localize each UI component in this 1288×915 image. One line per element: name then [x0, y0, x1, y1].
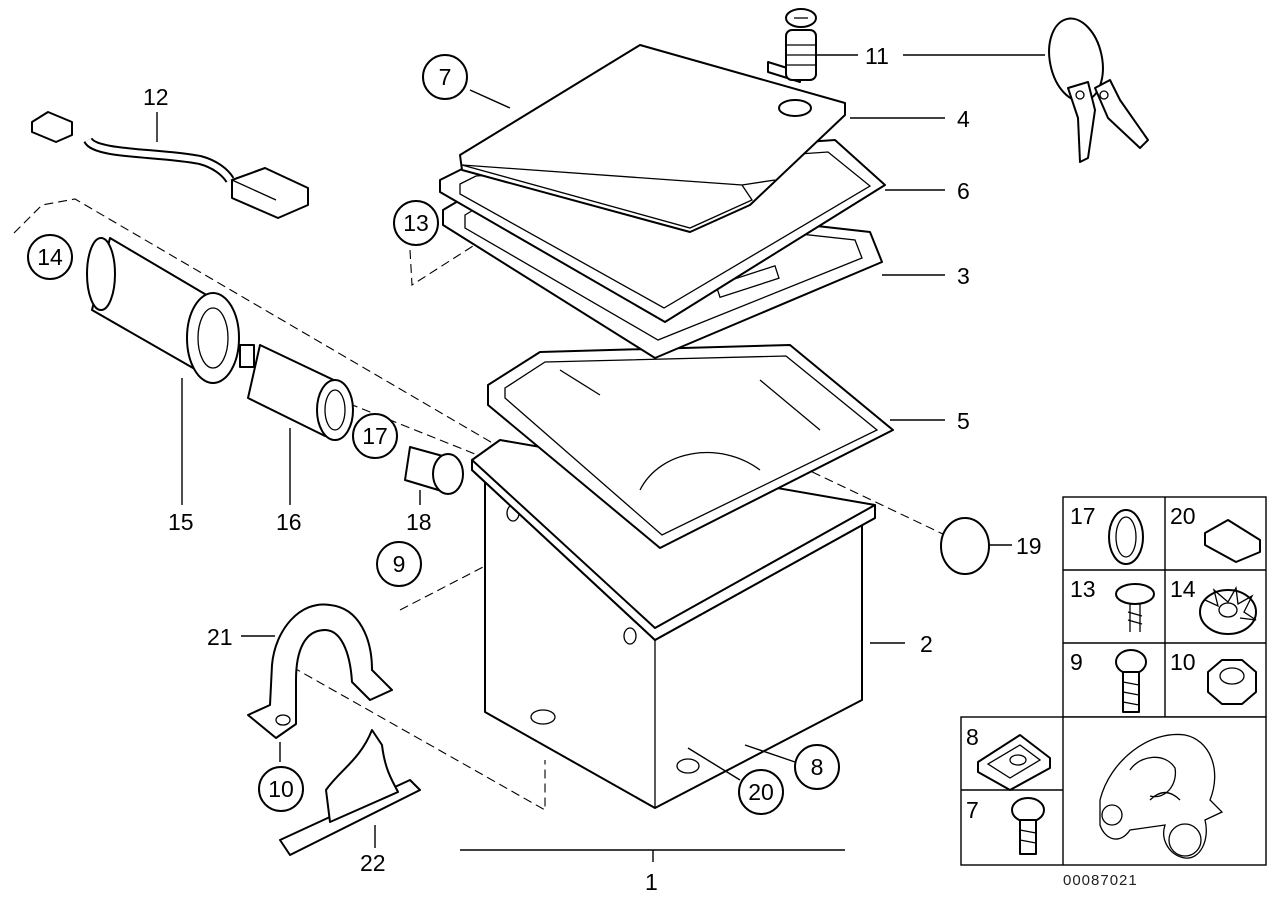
grid-label-7: 7: [966, 797, 979, 823]
hex-socket-bolt-icon: [1115, 649, 1147, 713]
callout-21: 21: [207, 624, 233, 650]
callout-18: 18: [406, 509, 432, 535]
spring-nut-icon: [977, 734, 1051, 791]
callout-8: 8: [811, 754, 824, 780]
callout-14: 14: [37, 244, 63, 270]
grid-label-17: 17: [1070, 503, 1096, 529]
callout-9: 9: [393, 551, 406, 577]
grid-label-14: 14: [1170, 576, 1196, 602]
grid-label-9: 9: [1070, 649, 1083, 675]
grid-label-20: 20: [1170, 503, 1196, 529]
callout-7: 7: [439, 64, 452, 90]
scooter-thumbnail-icon: [1099, 733, 1224, 859]
rubber-cap-part: [940, 517, 990, 575]
callout-7-circle: [422, 54, 468, 100]
callout-4: 4: [957, 106, 970, 132]
washer-ring-icon: [1108, 509, 1144, 565]
socket-insert-part: [239, 344, 354, 441]
callout-11: 11: [865, 43, 889, 69]
hardware-legend-grid: 17 20 13 14 9 10: [960, 496, 1267, 866]
toothed-nut-icon: [1199, 585, 1257, 635]
callout-15: 15: [168, 509, 194, 535]
callout-13-circle: [393, 200, 439, 246]
callout-13: 13: [403, 210, 429, 236]
keys-part: [1048, 17, 1149, 163]
lower-tray-part: [487, 344, 894, 549]
callout-10: 10: [268, 776, 294, 802]
holder-clamp-part: [247, 603, 393, 739]
hex-nut-icon: [1207, 659, 1257, 705]
callout-12: 12: [143, 84, 169, 110]
rubber-plug-icon: [1204, 519, 1261, 563]
callout-16: 16: [276, 509, 302, 535]
drawing-number: 00087021: [1063, 872, 1138, 889]
callout-14-circle: [27, 234, 73, 280]
callout-labels: 1 2 3 4 5 6 11 12 15 16 18 19 21 22: [143, 43, 1042, 895]
cable-harness-part: [31, 111, 309, 219]
callout-17-circle: [352, 413, 398, 459]
self-tapping-screw-icon: [1115, 583, 1155, 632]
callout-17: 17: [362, 423, 388, 449]
socket-housing-part: [86, 237, 240, 384]
grid-label-8: 8: [966, 724, 979, 750]
callout-3: 3: [957, 263, 970, 289]
callout-6: 6: [957, 178, 970, 204]
callout-8-circle: [794, 744, 840, 790]
callout-20: 20: [748, 779, 774, 805]
callout-5: 5: [957, 408, 970, 434]
callout-10-circle: [258, 766, 304, 812]
pan-head-screw-icon: [1011, 797, 1045, 855]
grid-label-13: 13: [1070, 576, 1096, 602]
callout-1: 1: [645, 869, 658, 895]
mounting-bracket-part: [279, 729, 421, 856]
plug-cap-part: [404, 446, 464, 495]
leader-lines: [156, 54, 1045, 862]
lid-part: [459, 44, 846, 233]
callout-22: 22: [360, 850, 386, 876]
callout-19: 19: [1016, 533, 1042, 559]
circled-callouts: 7 13 14 17 9 10 8 20: [27, 54, 840, 815]
grid-label-10: 10: [1170, 649, 1196, 675]
lock-cylinder-part: [767, 8, 817, 83]
callout-2: 2: [920, 631, 933, 657]
callout-20-circle: [738, 769, 784, 815]
callout-9-circle: [376, 541, 422, 587]
